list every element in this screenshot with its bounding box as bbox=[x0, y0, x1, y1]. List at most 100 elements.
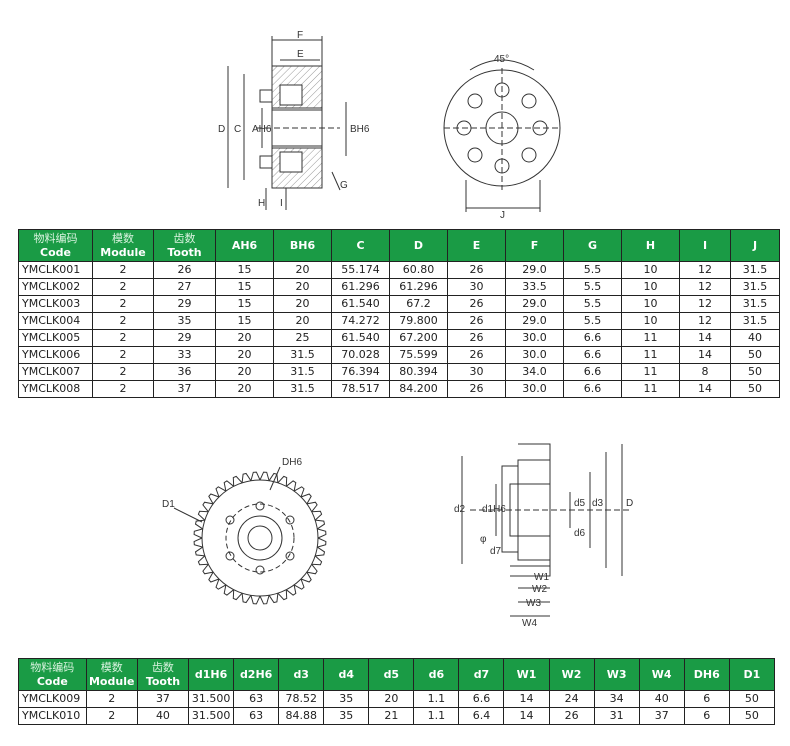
table-cell: 30.0 bbox=[505, 380, 564, 398]
table-cell: 10 bbox=[621, 295, 680, 313]
table-cell: YMCLK008 bbox=[18, 380, 93, 398]
table-cell: 5.5 bbox=[563, 312, 622, 330]
table-cell: 50 bbox=[730, 346, 780, 364]
table-cell: 11 bbox=[621, 363, 680, 381]
table-cell: 35 bbox=[323, 707, 370, 725]
table-cell: 15 bbox=[215, 278, 274, 296]
gear-tooth bbox=[208, 493, 220, 505]
table-cell: 5.5 bbox=[563, 261, 622, 279]
table-cell: YMCLK001 bbox=[18, 261, 93, 279]
table-cell: 26 bbox=[548, 707, 595, 725]
table-cell: YMCLK005 bbox=[18, 329, 93, 347]
column-header: d5 bbox=[368, 658, 415, 691]
dim-dh6-label: DH6 bbox=[282, 457, 302, 468]
gear-tooth bbox=[300, 571, 312, 583]
table-cell: 63 bbox=[233, 690, 280, 708]
table-cell: 14 bbox=[679, 380, 731, 398]
table-cell: 79.800 bbox=[389, 312, 448, 330]
table-cell: 30.0 bbox=[505, 346, 564, 364]
column-header-en: J bbox=[752, 238, 758, 252]
dim-phi-label: φ bbox=[480, 534, 487, 545]
column-header-zh: 齿数 bbox=[173, 231, 196, 245]
gear-tooth bbox=[306, 501, 318, 513]
table-cell: 61.540 bbox=[331, 295, 390, 313]
table-cell: 20 bbox=[368, 690, 415, 708]
table-cell: 75.599 bbox=[389, 346, 448, 364]
table-cell: 30.0 bbox=[505, 329, 564, 347]
table-cell: 2 bbox=[92, 295, 154, 313]
gear-tooth bbox=[250, 595, 261, 605]
table-cell: 12 bbox=[679, 261, 731, 279]
column-header-en: Module bbox=[88, 674, 135, 688]
dim-d6-label: d6 bbox=[574, 528, 586, 539]
table-cell: 29 bbox=[153, 329, 216, 347]
table-cell: 12 bbox=[679, 295, 731, 313]
column-header: I bbox=[679, 229, 731, 262]
table-cell: 26 bbox=[447, 346, 506, 364]
table-cell: 2 bbox=[92, 312, 154, 330]
column-header-en: E bbox=[472, 238, 481, 252]
table-cell: 6.6 bbox=[458, 690, 505, 708]
gear-tooth bbox=[311, 510, 323, 521]
table-cell: 26 bbox=[447, 312, 506, 330]
table-cell: 40 bbox=[638, 690, 685, 708]
table-cell: 2 bbox=[92, 329, 154, 347]
table-cell: YMCLK006 bbox=[18, 346, 93, 364]
table-cell: 31 bbox=[593, 707, 640, 725]
gear-tooth bbox=[223, 480, 235, 492]
dim-w3-label: W3 bbox=[526, 598, 541, 609]
gear-tooth bbox=[317, 537, 327, 548]
table-cell: 40 bbox=[136, 707, 190, 725]
table-cell: 2 bbox=[92, 363, 154, 381]
column-header-en: d4 bbox=[338, 667, 355, 681]
table-cell: 10 bbox=[621, 261, 680, 279]
table-cell: 6.6 bbox=[563, 363, 622, 381]
gear-tooth bbox=[259, 471, 270, 481]
dim-j-label: J bbox=[500, 210, 505, 220]
table-cell: 20 bbox=[273, 261, 332, 279]
gear-tooth bbox=[197, 510, 209, 521]
table-cell: 20 bbox=[273, 312, 332, 330]
column-header: E bbox=[447, 229, 506, 262]
column-header-zh: 物料编码 bbox=[30, 660, 75, 674]
column-header-en: DH6 bbox=[693, 667, 720, 681]
column-header-zh: 齿数 bbox=[151, 660, 174, 674]
table-cell: 1.1 bbox=[413, 690, 460, 708]
gear-tooth bbox=[315, 519, 326, 530]
table-cell: 37 bbox=[153, 380, 216, 398]
gear-front-drawing: D1 DH6 bbox=[162, 457, 327, 605]
gear-tooth bbox=[202, 501, 214, 513]
gear-tooth bbox=[193, 528, 203, 539]
table-cell: 20 bbox=[215, 380, 274, 398]
table-cell: 10 bbox=[621, 312, 680, 330]
dim-d-label-2: D bbox=[626, 498, 633, 509]
column-header-en: AH6 bbox=[231, 238, 258, 252]
table-cell: 29.0 bbox=[505, 295, 564, 313]
table-cell: 14 bbox=[679, 329, 731, 347]
table-cell: 34 bbox=[593, 690, 640, 708]
table-cell: 2 bbox=[85, 707, 138, 725]
column-header-en: W1 bbox=[516, 667, 537, 681]
table-cell: 15 bbox=[215, 312, 274, 330]
table-cell: 26 bbox=[447, 329, 506, 347]
table-cell: 15 bbox=[215, 261, 274, 279]
column-header-en: Tooth bbox=[145, 674, 181, 688]
gear-tooth bbox=[232, 589, 243, 601]
table-cell: 15 bbox=[215, 295, 274, 313]
table-cell: 8 bbox=[679, 363, 731, 381]
column-header: AH6 bbox=[215, 229, 274, 262]
column-header: d6 bbox=[413, 658, 460, 691]
table-cell: 12 bbox=[679, 312, 731, 330]
gear-tooth bbox=[317, 528, 327, 539]
table-cell: 6.6 bbox=[563, 380, 622, 398]
column-header-en: H bbox=[645, 238, 656, 252]
table-cell: 1.1 bbox=[413, 707, 460, 725]
table-cell: 40 bbox=[730, 329, 780, 347]
table-cell: 2 bbox=[92, 346, 154, 364]
table-cell: 84.88 bbox=[278, 707, 325, 725]
